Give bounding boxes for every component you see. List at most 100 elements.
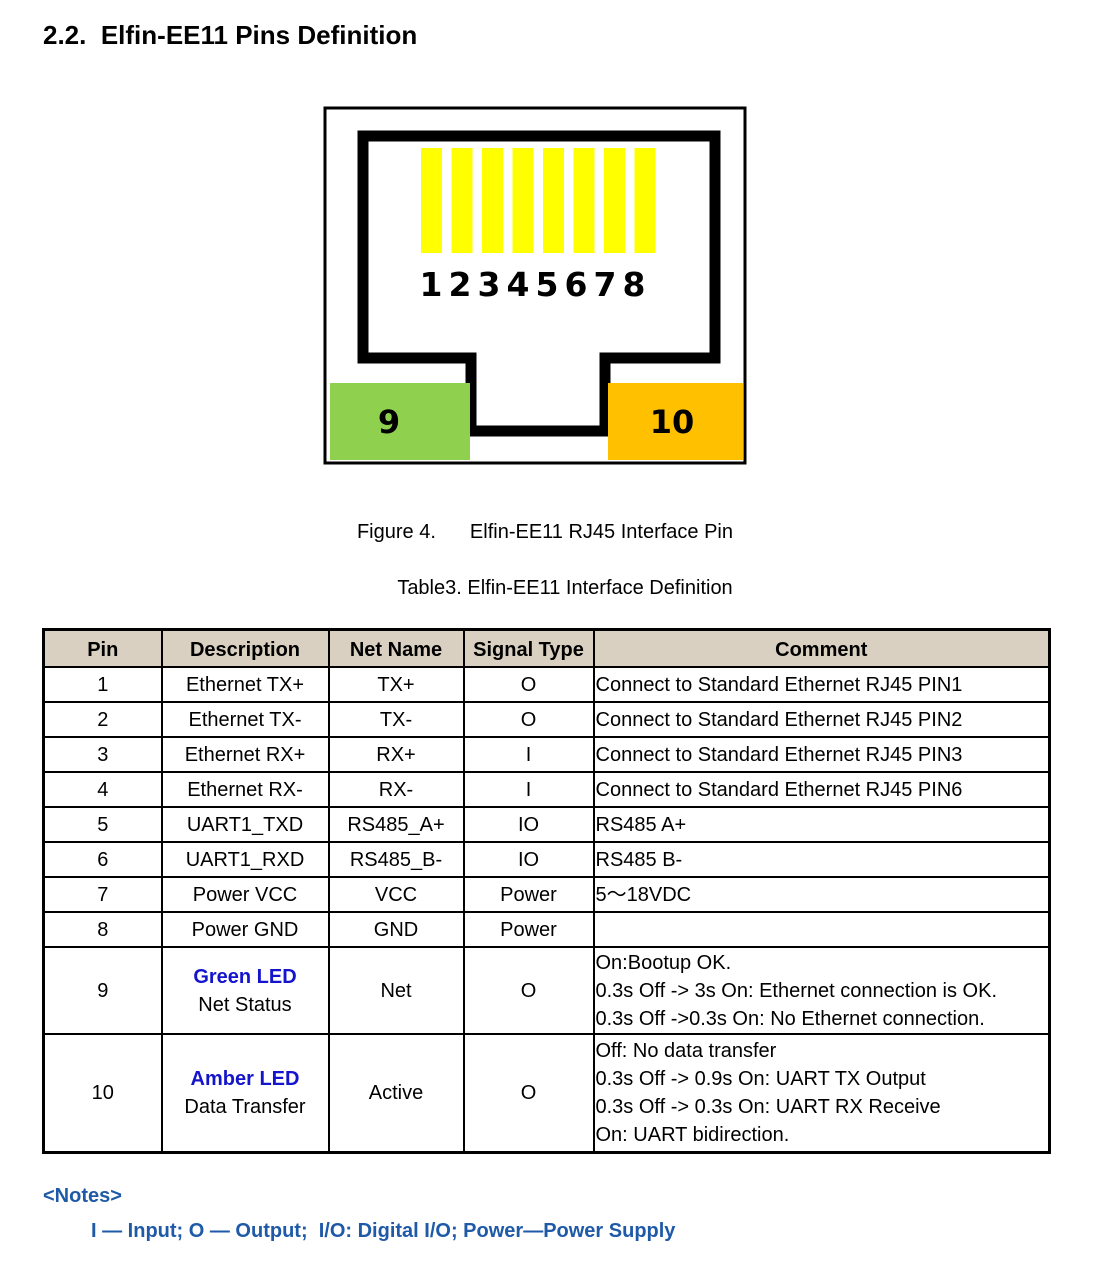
led-9-label: 9 [378, 403, 400, 441]
figure-caption-text: Elfin-EE11 RJ45 Interface Pin [469, 521, 734, 543]
cell-net-name: TX+ [327, 666, 465, 703]
comment-line: Connect to Standard Ethernet RJ45 PIN2 [595, 708, 963, 731]
cell-description: Ethernet RX+ [160, 736, 330, 773]
header-pin: Pin [42, 628, 163, 668]
comment-line: RS485 A+ [595, 813, 687, 836]
led-name: Green LED [193, 965, 297, 988]
led-name: Amber LED [190, 1068, 300, 1090]
cell-signal-type: IO [462, 806, 595, 843]
cell-description: Ethernet RX- [160, 771, 330, 808]
pin-number-label: 8 [623, 265, 646, 304]
pin-number-label: 5 [536, 265, 559, 304]
comment-line: 0.3s Off ->0.3s On: No Ethernet connecti… [595, 1007, 985, 1030]
cell-net-name: GND [327, 911, 465, 948]
comment-line: RS485 B- [595, 848, 683, 871]
cell-net-name: TX- [327, 701, 465, 738]
cell-comment: Connect to Standard Ethernet RJ45 PIN6 [592, 771, 1051, 808]
cell-comment: 5～18VDC [592, 876, 1051, 913]
cell-description: Power VCC [160, 876, 330, 913]
header-description: Description [160, 628, 330, 668]
led-10-block [608, 383, 743, 460]
pin-contact [512, 148, 534, 253]
section-title: 2.2. Elfin-EE11 Pins Definition [43, 20, 417, 51]
comment-line: Connect to Standard Ethernet RJ45 PIN1 [595, 673, 963, 696]
header-comment: Comment [592, 628, 1051, 668]
cell-net-name: Net [327, 946, 465, 1035]
cell-pin: 10 [42, 1033, 163, 1154]
cell-comment: Connect to Standard Ethernet RJ45 PIN1 [592, 666, 1051, 703]
comment-line: 0.3s Off -> 0.3s On: UART RX Receive [595, 1096, 941, 1118]
cell-description: UART1_TXD [160, 806, 330, 843]
pin-number-label: 7 [594, 265, 617, 304]
pin-number-label: 6 [565, 265, 588, 304]
cell-signal-type: IO [462, 841, 595, 878]
cell-description: Amber LED Data Transfer [160, 1033, 330, 1154]
rj45-pin-bars [421, 148, 656, 253]
cell-description: Ethernet TX+ [160, 666, 330, 703]
comment-line: Off: No data transfer [595, 1040, 777, 1062]
cell-pin: 5 [42, 806, 163, 843]
cell-description: Green LED Net Status [160, 946, 330, 1035]
cell-net-name: VCC [327, 876, 465, 913]
notes-text: I — Input; O — Output; I/O: Digital I/O;… [91, 1220, 676, 1242]
header-net-name: Net Name [327, 628, 465, 668]
cell-signal-type: O [462, 666, 595, 703]
cell-comment: On:Bootup OK. 0.3s Off -> 3s On: Ethernet… [592, 946, 1051, 1035]
pin-contact [482, 148, 503, 253]
comment-line: Connect to Standard Ethernet RJ45 PIN6 [595, 778, 963, 801]
cell-description: UART1_RXD [160, 841, 330, 878]
pin-contact [421, 148, 442, 253]
cell-pin: 7 [42, 876, 163, 913]
comment-line: Connect to Standard Ethernet RJ45 PIN3 [595, 743, 963, 766]
cell-comment: Connect to Standard Ethernet RJ45 PIN3 [592, 736, 1051, 773]
figure-caption: Figure 4.Elfin-EE11 RJ45 Interface Pin [0, 521, 1090, 544]
pin-contact [573, 148, 595, 253]
led-function: Net Status [198, 993, 292, 1016]
interface-definition-table: Pin Description Net Name Signal Type Com… [42, 628, 1051, 1154]
cell-signal-type: Power [462, 911, 595, 948]
pin-contact [451, 148, 473, 253]
cell-comment [592, 911, 1051, 948]
led-function: Data Transfer [184, 1096, 306, 1118]
pin-number-label: 2 [449, 265, 472, 304]
comment-line: On: UART bidirection. [595, 1124, 790, 1146]
section-number: 2.2. [43, 20, 87, 50]
pin-contact [634, 148, 656, 253]
pin-number-label: 4 [507, 265, 530, 304]
cell-net-name: RS485_A+ [327, 806, 465, 843]
led-9-block [330, 383, 470, 460]
cell-comment: Off: No data transfer 0.3s Off -> 0.9s On… [592, 1033, 1051, 1154]
cell-description: Ethernet TX- [160, 701, 330, 738]
notes-title: <Notes> [43, 1185, 122, 1207]
cell-pin: 4 [42, 771, 163, 808]
cell-pin: 1 [42, 666, 163, 703]
cell-net-name: RX+ [327, 736, 465, 773]
cell-pin: 2 [42, 701, 163, 738]
cell-comment: RS485 A+ [592, 806, 1051, 843]
comment-line: 0.3s Off -> 0.9s On: UART TX Output [595, 1068, 926, 1090]
cell-signal-type: I [462, 736, 595, 773]
comment-line: 0.3s Off -> 3s On: Ethernet connection i… [595, 979, 998, 1002]
table-header-row: Pin Description Net Name Signal Type Com… [42, 628, 1051, 668]
cell-net-name: Active [327, 1033, 465, 1154]
cell-pin: 3 [42, 736, 163, 773]
comment-line: 5～18VDC [595, 883, 692, 906]
comment-line: On:Bootup OK. [595, 951, 732, 974]
header-signal-type: Signal Type [462, 628, 595, 668]
cell-signal-type: I [462, 771, 595, 808]
cell-net-name: RX- [327, 771, 465, 808]
cell-description: Power GND [160, 911, 330, 948]
